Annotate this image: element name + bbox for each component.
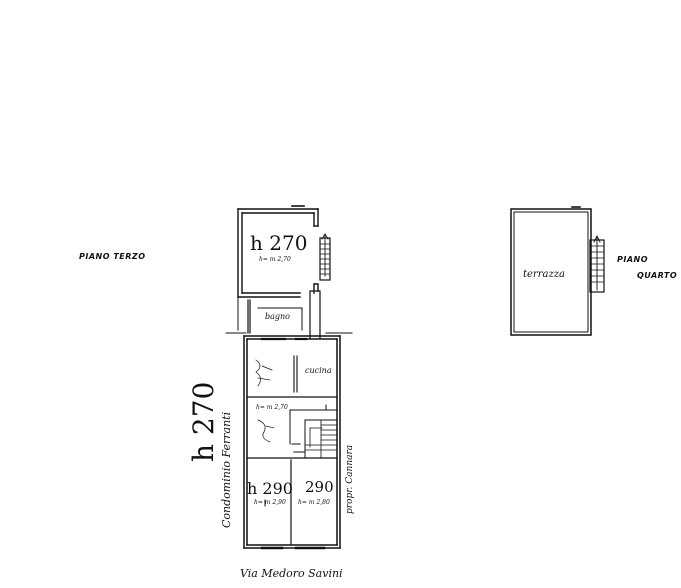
neighbor-right-label: propr. Cannara [345, 444, 355, 514]
upper-stair [319, 233, 331, 281]
terrace-label: terrazza [523, 269, 565, 280]
bathroom-label: bagno [265, 312, 290, 321]
bathroom-walls [247, 299, 303, 334]
height-mid-small: h= m 2,70 [256, 404, 288, 411]
lower-stair [304, 419, 338, 459]
kitchen-label: cucina [305, 366, 332, 375]
height-bottom-left-small: h= m 2,90 [254, 499, 286, 506]
height-top-small: h= m 2,70 [259, 256, 291, 263]
street-label: Via Medoro Savini [240, 567, 343, 580]
neighbor-left-label: Condominio Ferranti [220, 411, 233, 528]
terrace-walls [510, 206, 592, 336]
upper-room-walls [237, 205, 319, 298]
terrace-stair [589, 234, 605, 293]
floor-fourth-label-1: PIANO [617, 255, 649, 264]
floor-fourth-label-2: QUARTO [637, 271, 678, 280]
height-main-label: h 270 [187, 381, 220, 462]
height-top-big: h 270 [250, 231, 308, 255]
height-bottom-right-small: h= m 2,80 [298, 499, 330, 506]
height-bottom-left-big: h 290 [247, 479, 293, 498]
height-bottom-right-big: 290 [305, 478, 334, 496]
floor-third-label: PIANO TERZO [79, 252, 146, 261]
